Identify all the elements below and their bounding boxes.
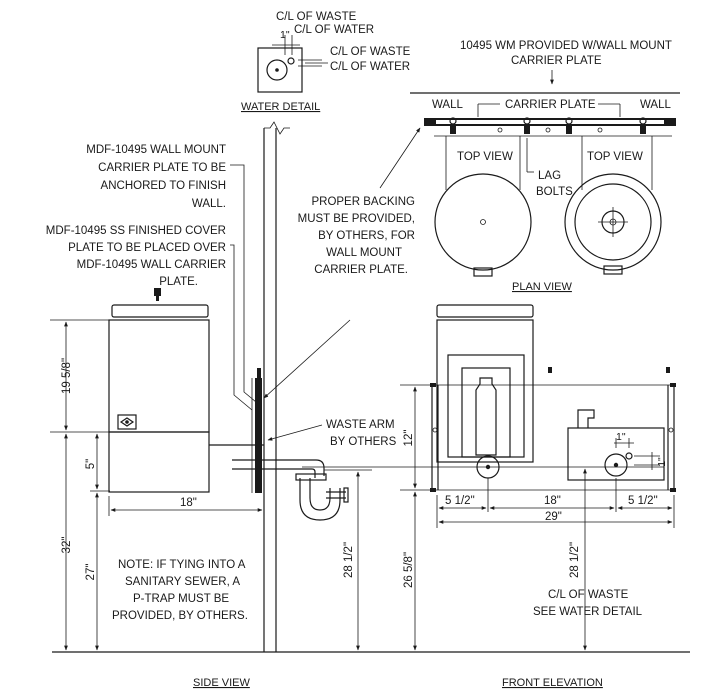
side-view-title: SIDE VIEW: [193, 677, 250, 689]
front-elevation: 1" 1" 12" 26 5/8" 28 1/2" 5 1/2" 18" 5 1…: [302, 304, 676, 689]
front-dim-18: 18": [544, 495, 561, 507]
side-dim-28-1-2: 28 1/2": [343, 542, 355, 578]
water-detail-cl-water-side: C/L OF WATER: [330, 61, 410, 73]
plan-header-line1: 10495 WM PROVIDED W/WALL MOUNT: [460, 40, 672, 52]
front-lav-top: [436, 304, 534, 318]
plan-view-title: PLAN VIEW: [512, 281, 573, 293]
note-wall-mount-2: CARRIER PLATE TO BE: [98, 162, 226, 174]
front-dim-29: 29": [545, 511, 562, 523]
side-lav-top: [111, 304, 209, 318]
side-dim-32: 32": [61, 537, 73, 554]
plan-sink-right: [564, 173, 662, 271]
note-sewer-2: SANITARY SEWER, A: [125, 576, 240, 588]
plan-bolts: BOLTS: [536, 186, 573, 198]
plan-header-line2: CARRIER PLATE: [511, 55, 602, 67]
water-detail-title: WATER DETAIL: [241, 101, 320, 113]
note-backing-3: BY OTHERS, FOR: [318, 230, 415, 242]
water-detail-cl-waste-side: C/L OF WASTE: [330, 46, 411, 58]
plan-wall-left: WALL: [432, 99, 463, 111]
note-cover-4: PLATE.: [159, 276, 198, 288]
plan-top-view-left: TOP VIEW: [457, 151, 513, 163]
front-dim-1-h: 1": [616, 431, 626, 443]
front-cl-waste-line2: SEE WATER DETAIL: [533, 606, 643, 618]
side-dim-5: 5": [85, 459, 97, 469]
note-backing: PROPER BACKING MUST BE PROVIDED, BY OTHE…: [298, 196, 415, 276]
note-wall-mount: MDF-10495 WALL MOUNT CARRIER PLATE TO BE…: [86, 144, 226, 210]
front-dim-5-1-2-left: 5 1/2": [445, 495, 475, 507]
front-lav-body: [436, 319, 534, 463]
side-carrier-plate: [255, 378, 262, 493]
note-backing-1: PROPER BACKING: [311, 196, 415, 208]
front-cl-waste-line1: C/L OF WASTE: [548, 589, 629, 601]
plan-sink-left: [434, 173, 532, 271]
side-dim-27: 27": [85, 564, 97, 581]
note-backing-4: WALL MOUNT: [326, 247, 402, 259]
note-wall-mount-3: ANCHORED TO FINISH: [101, 180, 226, 192]
note-sewer-1: NOTE: IF TYING INTO A: [118, 559, 246, 571]
note-backing-5: CARRIER PLATE.: [314, 264, 408, 276]
front-lav-panel: [447, 354, 525, 458]
front-dim-1-v: 1": [656, 457, 668, 467]
note-sewer: NOTE: IF TYING INTO A SANITARY SEWER, A …: [112, 559, 248, 622]
water-detail: C/L OF WASTE C/L OF WATER 1" C/L OF WAST…: [241, 11, 411, 113]
side-dim-19-5-8: 19 5/8": [61, 358, 73, 394]
front-waste-right: [604, 453, 628, 477]
front-dim-28-1-2: 28 1/2": [569, 542, 581, 578]
front-dim-26-5-8: 26 5/8": [403, 552, 415, 588]
front-elevation-title: FRONT ELEVATION: [502, 677, 603, 689]
water-detail-cl-water-top: C/L OF WATER: [294, 24, 374, 36]
side-view: 19 5/8" 32" 5" 27" 18" 28 1/2" SIDE VIEW: [50, 121, 690, 689]
plan-top-view-right: TOP VIEW: [587, 151, 643, 163]
note-backing-2: MUST BE PROVIDED,: [298, 213, 415, 225]
note-sewer-4: PROVIDED, BY OTHERS.: [112, 610, 248, 622]
note-sewer-3: P-TRAP MUST BE: [133, 593, 229, 605]
plan-carrier-plate: CARRIER PLATE: [505, 99, 596, 111]
water-detail-cl-waste-top: C/L OF WASTE: [276, 11, 357, 23]
note-wall-mount-4: WALL.: [192, 198, 226, 210]
water-detail-box: [257, 47, 303, 93]
plan-wall-right: WALL: [640, 99, 671, 111]
note-cover-plate: MDF-10495 SS FINISHED COVER PLATE TO BE …: [46, 225, 226, 288]
note-waste-arm-2: BY OTHERS: [330, 436, 397, 448]
water-detail-circle: [266, 59, 288, 81]
front-dim-5-1-2-right: 5 1/2": [628, 495, 658, 507]
note-waste-arm-1: WASTE ARM: [326, 419, 395, 431]
note-cover-2: PLATE TO BE PLACED OVER: [68, 242, 226, 254]
front-dim-12: 12": [403, 430, 415, 447]
front-bottle-icon: [475, 377, 497, 456]
plan-lag-bolts: [449, 117, 647, 134]
note-wall-mount-1: MDF-10495 WALL MOUNT: [86, 144, 226, 156]
note-cover-1: MDF-10495 SS FINISHED COVER: [46, 225, 226, 237]
note-cover-3: MDF-10495 WALL CARRIER: [77, 259, 226, 271]
note-waste-arm: WASTE ARM BY OTHERS: [326, 419, 397, 448]
side-dim-18: 18": [180, 497, 197, 509]
side-lav-base: [108, 431, 210, 493]
plan-view: 10495 WM PROVIDED W/WALL MOUNT CARRIER P…: [410, 40, 680, 293]
plan-lag: LAG: [538, 170, 561, 182]
